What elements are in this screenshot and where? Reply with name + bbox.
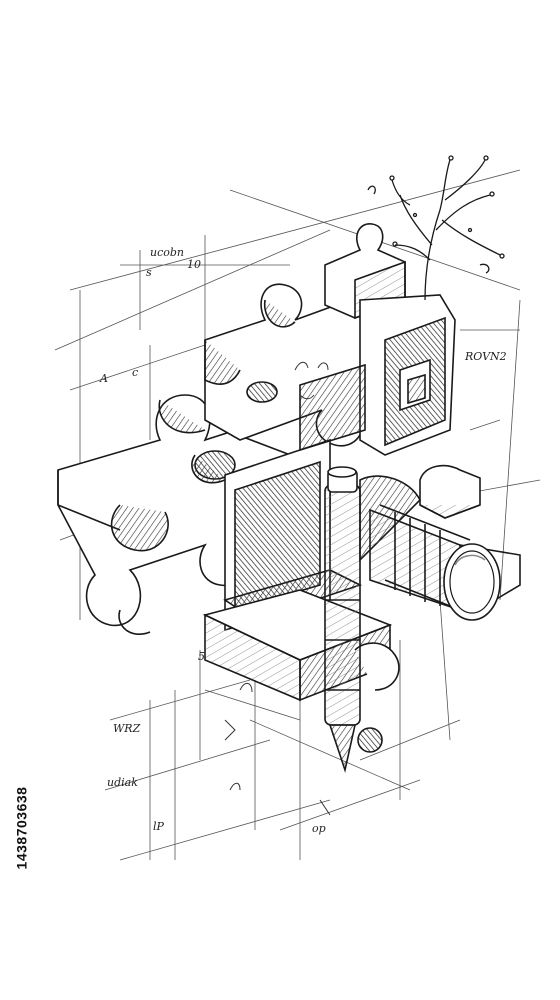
scribble-note: A [100, 372, 108, 385]
scribble-note: ROVN2 [465, 350, 507, 363]
scribble-note: lP [153, 820, 164, 833]
tree [367, 155, 505, 301]
scribble-note: 5 [198, 650, 205, 663]
scribble-note: WRZ [113, 722, 141, 735]
scribble-note: udiak [107, 776, 138, 789]
scribble-note: c [132, 366, 139, 379]
stock-image-id-text: 1438703638 [13, 786, 29, 869]
scribble-note: 10 [187, 258, 201, 271]
scribble-note: s [146, 266, 152, 279]
scribble-note: op [312, 822, 326, 835]
pencil [324, 466, 383, 773]
stock-image-id: 1438703638 [10, 755, 32, 900]
scribble-note: ucobn [150, 246, 184, 259]
puzzle-tab-right [419, 464, 481, 519]
scribble-marks [224, 361, 331, 816]
tower-upper-right [299, 223, 456, 456]
camera-lens [359, 475, 521, 621]
